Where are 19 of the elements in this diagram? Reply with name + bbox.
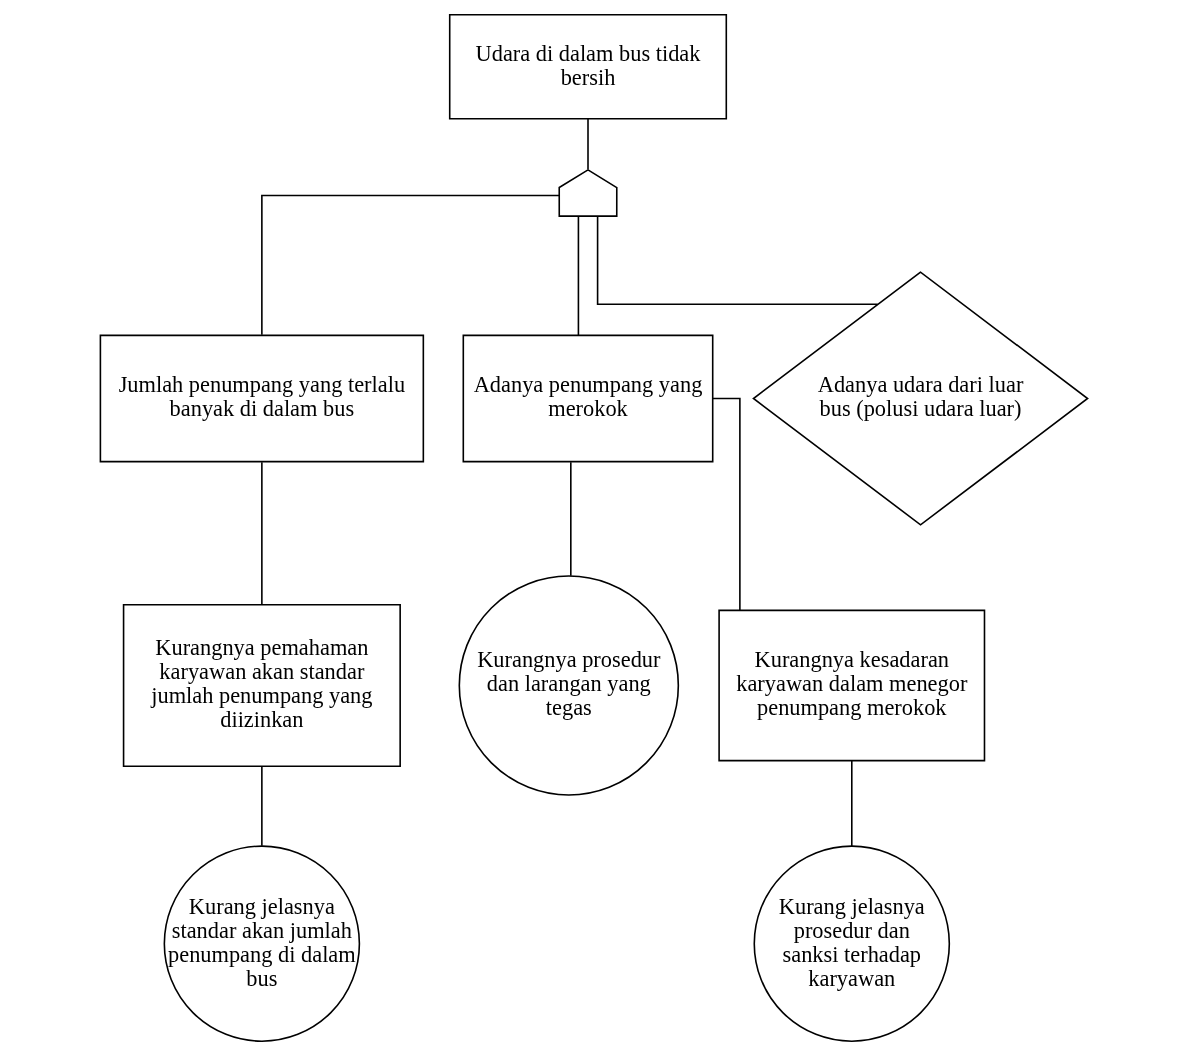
connector <box>261 461 263 606</box>
node-box: Udara di dalam bus tidak bersih <box>448 14 728 120</box>
node-circle: Kurangnya prosedur dan larangan yang tegas <box>458 575 680 796</box>
node-box: Adanya penumpang yang merokok <box>462 334 714 463</box>
connector <box>596 215 879 305</box>
connector <box>261 765 263 847</box>
node-box: Kurangnya kesadaran karyawan dalam menegor penumpang merokok <box>718 609 986 762</box>
node-box: Kurangnya pemahaman karyawan akan standar jumlah penumpang yang diizinkan <box>122 603 401 767</box>
connector <box>261 194 560 336</box>
connector <box>587 118 589 171</box>
node-gate <box>558 168 618 217</box>
connector <box>577 215 580 336</box>
connector <box>711 397 741 611</box>
node-box: Jumlah penumpang yang terlalu banyak di dalam bus <box>99 334 425 463</box>
connector <box>570 461 572 577</box>
connector <box>851 760 853 847</box>
node-circle: Kurang jelasnya standar akan jumlah penumpang di dalam bus <box>163 845 361 1042</box>
node-circle: Kurang jelasnya prosedur dan sanksi terhadap karyawan <box>753 845 951 1042</box>
node-diamond: Adanya udara dari luar bus (polusi udara luar) <box>752 271 1089 526</box>
